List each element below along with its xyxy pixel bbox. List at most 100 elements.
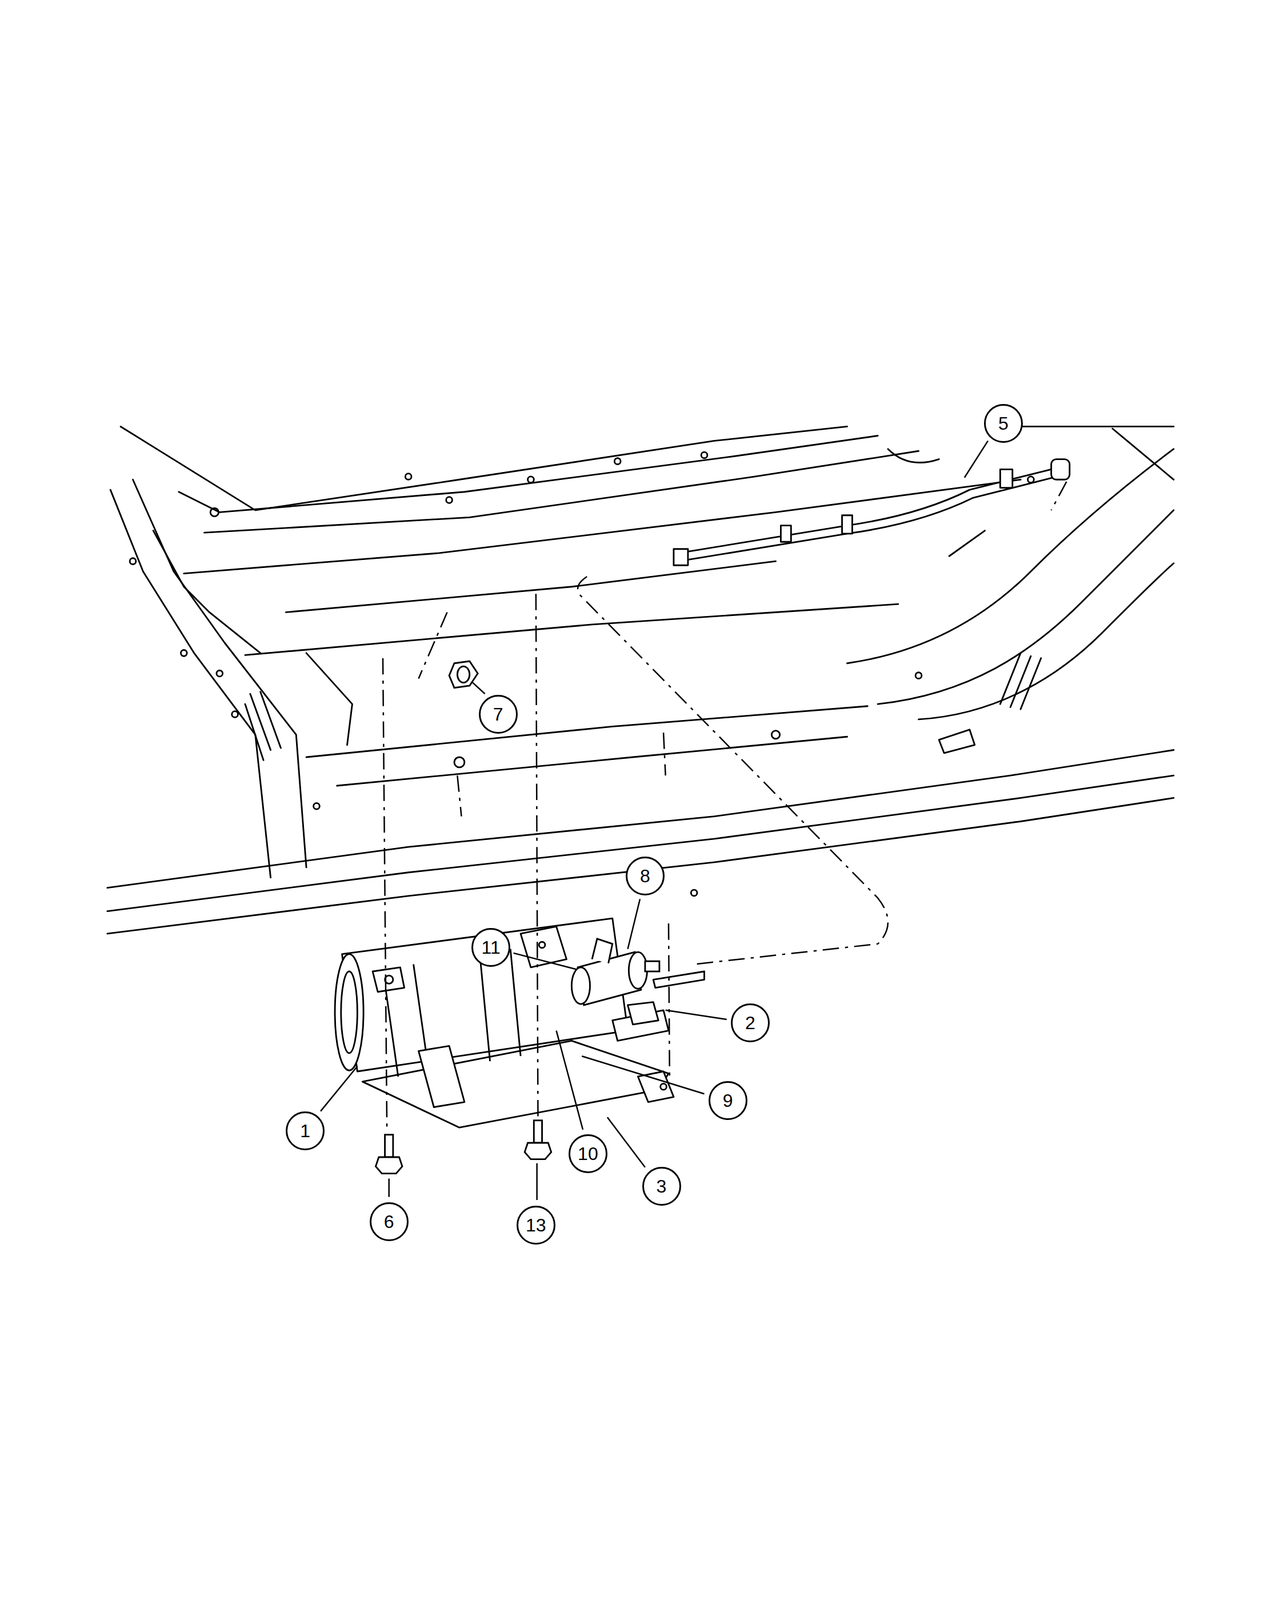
assembly-line <box>663 732 666 776</box>
floor-pan <box>107 750 1174 888</box>
evap-canister <box>418 1045 465 1107</box>
floor-pan <box>107 426 1174 934</box>
floor-pan <box>306 706 868 758</box>
floor-pan <box>216 670 223 677</box>
bolt <box>524 1142 551 1160</box>
assembly-line <box>577 576 888 965</box>
vapor-hose <box>673 549 688 566</box>
floor-pan <box>120 426 847 510</box>
callout-number: 10 <box>577 1144 599 1163</box>
callout-circle: 11 <box>471 928 511 967</box>
floor-pan <box>938 729 975 754</box>
callout-circle: 6 <box>369 1202 409 1242</box>
callout-number: 3 <box>656 1177 667 1196</box>
leader-line <box>581 1056 704 1094</box>
floor-pan <box>1028 476 1035 483</box>
vapor-hose <box>678 469 1052 553</box>
bolt <box>385 1134 394 1158</box>
floor-pan <box>888 449 939 463</box>
callout-number: 8 <box>640 866 651 886</box>
bolt <box>533 1120 542 1143</box>
floor-pan <box>306 653 352 746</box>
floor-pan <box>107 797 1174 934</box>
purge-valve <box>571 967 590 1004</box>
floor-pan <box>250 692 282 751</box>
floor-pan <box>313 802 320 810</box>
floor-pan <box>232 711 239 718</box>
leader-line <box>513 953 578 970</box>
callout-number: 11 <box>481 938 501 957</box>
purge-valve <box>645 961 660 972</box>
leader-line <box>665 1010 727 1020</box>
floor-pan <box>285 561 776 612</box>
leader-line <box>536 1163 538 1200</box>
leader-line <box>964 440 988 478</box>
leader-line <box>471 681 485 694</box>
assembly-line <box>668 923 670 1077</box>
assembly-line <box>418 612 448 679</box>
assembly-line <box>382 658 387 1131</box>
floor-pan <box>245 604 899 655</box>
callout-number: 9 <box>722 1091 734 1110</box>
floor-pan <box>446 497 453 504</box>
floor-pan <box>210 508 219 516</box>
assembly-line <box>457 775 462 816</box>
floor-pan <box>405 473 412 480</box>
callout-circle: 7 <box>478 694 518 734</box>
vapor-hose <box>780 525 791 543</box>
callout-number: 1 <box>300 1121 311 1140</box>
evap-canister <box>334 954 364 1071</box>
evap-canister <box>653 971 704 988</box>
floor-pan <box>1000 653 1041 710</box>
floor-pan <box>129 558 136 565</box>
evap-canister <box>342 918 628 1072</box>
evap-canister <box>334 918 704 1128</box>
floor-pan <box>337 736 848 786</box>
vapor-hose <box>1051 459 1070 480</box>
purge-valve <box>571 938 660 1006</box>
floor-pan <box>1112 428 1174 480</box>
purge-valve <box>592 938 613 964</box>
floor-pan <box>133 479 307 868</box>
floor-pan <box>701 452 708 459</box>
bolt <box>376 1120 552 1174</box>
floor-pan <box>454 757 465 768</box>
vapor-hose <box>678 477 1054 562</box>
callout-number: 13 <box>525 1216 547 1235</box>
callout-circle: 2 <box>730 1003 770 1043</box>
evap-canister <box>628 1002 659 1025</box>
floor-pan <box>1020 425 1174 428</box>
evap-canister <box>341 971 358 1054</box>
floor-pan <box>771 730 780 739</box>
callout-number: 2 <box>745 1013 756 1032</box>
floor-pan <box>110 489 271 878</box>
leader-line <box>388 1178 390 1198</box>
callout-number: 6 <box>384 1212 395 1231</box>
floor-pan <box>847 449 1174 664</box>
nut <box>457 666 470 683</box>
floor-pan <box>245 704 264 760</box>
floor-pan <box>949 530 986 557</box>
callout-circle: 1 <box>285 1111 325 1151</box>
callout-circle: 8 <box>625 856 665 896</box>
callout-circle: 10 <box>568 1134 608 1174</box>
evap-canister <box>660 1083 667 1090</box>
floor-pan <box>204 450 919 533</box>
leader-line <box>628 898 640 950</box>
floor-pan <box>915 672 922 679</box>
callout-number: 7 <box>493 705 504 724</box>
vapor-hose <box>673 459 1070 566</box>
assembly-line <box>382 481 1067 1131</box>
bolt <box>376 1157 403 1174</box>
callout-number: 5 <box>998 414 1009 433</box>
floor-pan <box>153 530 261 654</box>
floor-pan <box>180 650 187 657</box>
evap-canister <box>538 941 546 948</box>
vapor-hose <box>842 515 853 534</box>
callout-circle: 3 <box>642 1166 682 1206</box>
floor-pan <box>528 476 535 483</box>
assembly-line <box>1051 481 1067 511</box>
evap-canister <box>637 1071 674 1103</box>
